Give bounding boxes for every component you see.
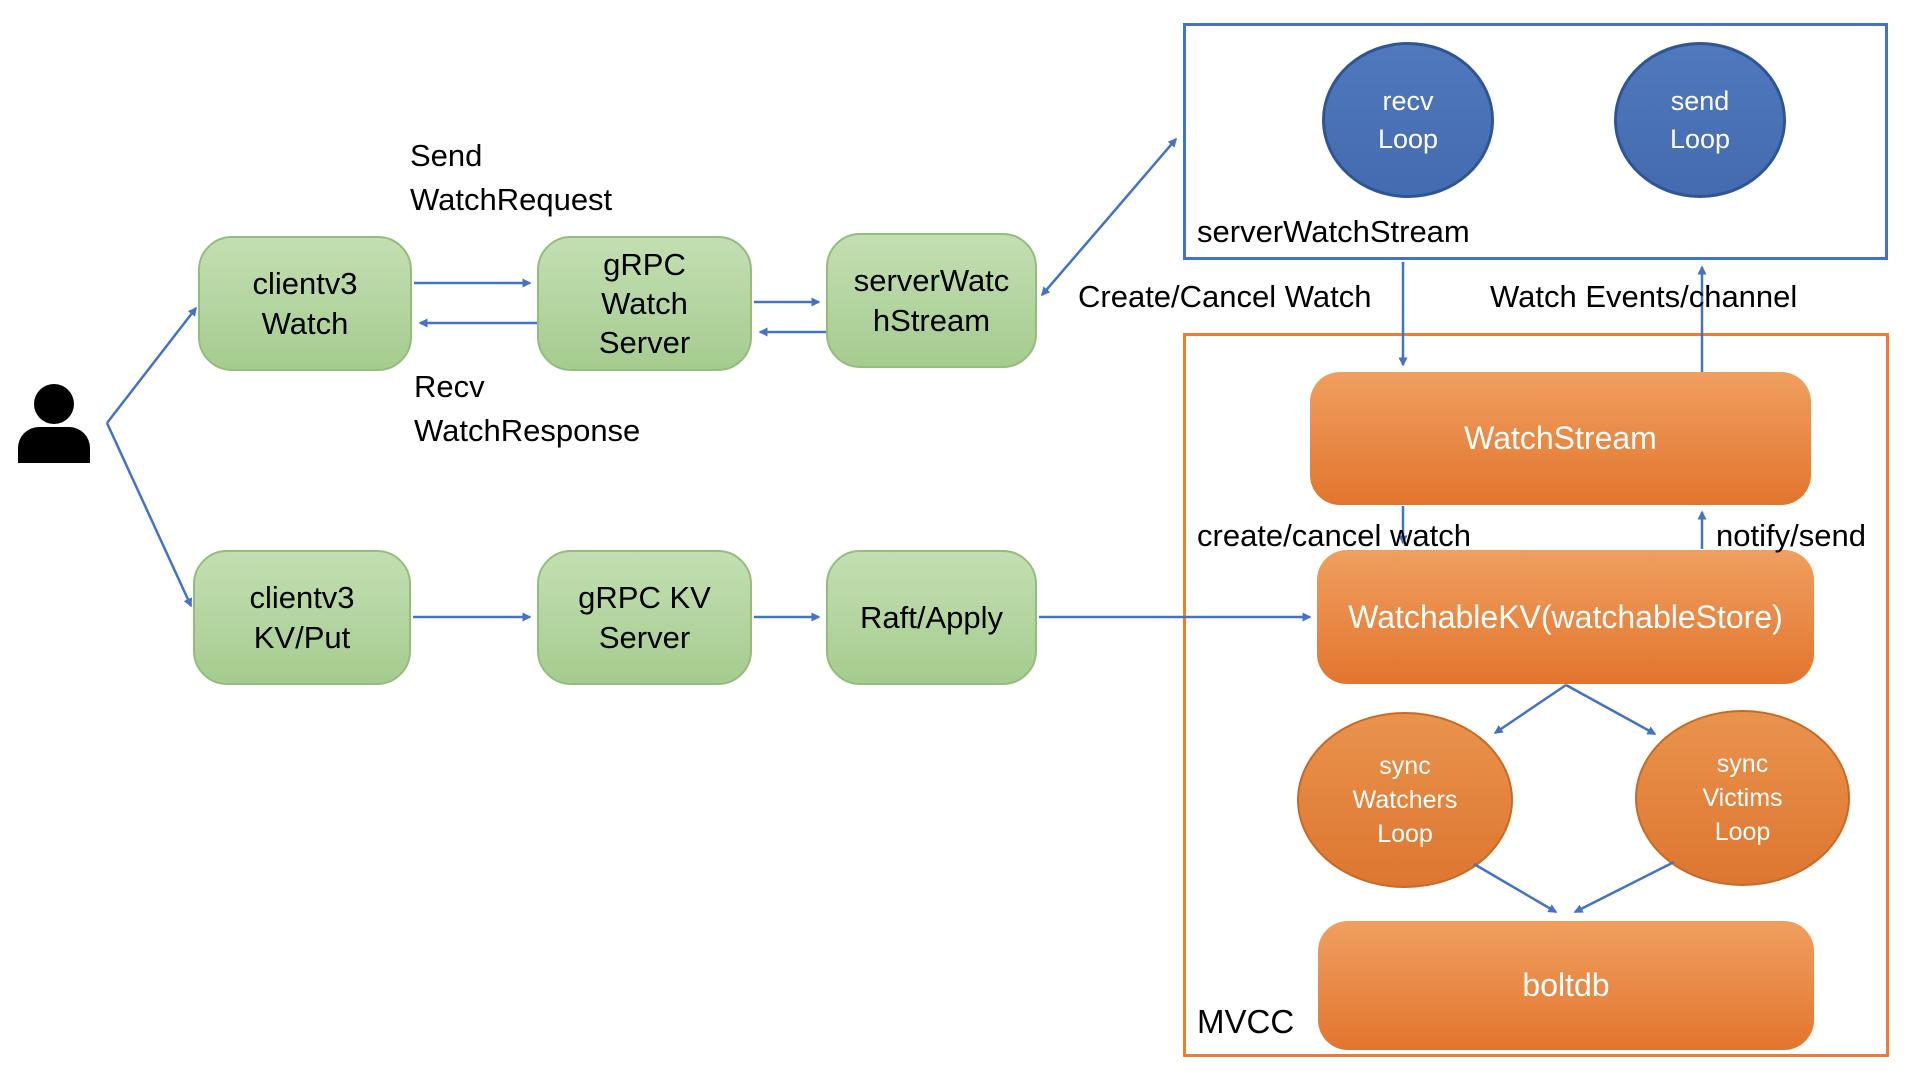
node-label: sync — [1716, 750, 1769, 778]
node-boltdb: boltdb — [1318, 921, 1814, 1050]
node-label: clientv3 — [252, 265, 358, 301]
node-label: gRPC KV — [578, 579, 711, 615]
node-label: Watch — [601, 286, 688, 321]
node-label: Raft/Apply — [859, 599, 1003, 635]
node-label: boltdb — [1522, 967, 1610, 1003]
arrow-user-to-clientv3-watch — [106, 306, 197, 424]
label-create-cancel-watch-inner: create/cancel watch — [1197, 518, 1471, 553]
node-label: Watchers — [1352, 786, 1458, 814]
node-label: Loop — [1714, 818, 1771, 846]
node-label: WatchableKV(watchableStore) — [1348, 598, 1783, 635]
node-sync-watchers-loop: sync Watchers Loop — [1297, 712, 1513, 888]
label-mvcc: MVCC — [1197, 1003, 1295, 1040]
node-label: Loop — [1377, 124, 1439, 154]
label-serverwatchstream-container: serverWatchStream — [1197, 214, 1470, 249]
node-label: hStream — [872, 302, 991, 338]
node-server-watch-stream: serverWatc hStream — [826, 233, 1037, 368]
node-sync-victims-loop: sync Victims Loop — [1635, 710, 1850, 886]
node-watchable-kv: WatchableKV(watchableStore) — [1317, 550, 1814, 684]
node-label: WatchStream — [1464, 420, 1657, 456]
node-grpc-kv-server: gRPC KV Server — [537, 550, 752, 685]
node-label: KV/Put — [253, 619, 351, 655]
arrow-user-to-clientv3-kvput — [105, 422, 193, 608]
node-raft-apply: Raft/Apply — [826, 550, 1037, 685]
node-send-loop: send Loop — [1614, 42, 1786, 198]
node-label: sync — [1379, 752, 1431, 780]
node-label: send — [1670, 86, 1730, 116]
node-label: Loop — [1669, 124, 1731, 154]
label-recv-watchresponse: Recv WatchResponse — [414, 369, 641, 448]
node-label: Server — [598, 619, 691, 655]
label-create-cancel-watch: Create/Cancel Watch — [1078, 279, 1372, 314]
node-label: clientv3 — [249, 579, 355, 615]
node-clientv3-kv-put: clientv3 KV/Put — [193, 550, 411, 685]
node-label: Victims — [1702, 784, 1783, 812]
label-notify-send: notify/send — [1716, 518, 1866, 553]
node-label: recv — [1382, 86, 1434, 116]
node-label: gRPC — [603, 247, 686, 282]
label-send-watchrequest: Send WatchRequest — [410, 138, 613, 217]
node-grpc-watch-server: gRPC Watch Server — [537, 236, 752, 371]
node-label: Watch — [261, 305, 349, 341]
node-recv-loop: recv Loop — [1322, 42, 1494, 198]
node-clientv3-watch: clientv3 Watch — [198, 236, 412, 371]
arrow-sws-bluebox-up — [1109, 137, 1177, 217]
node-watch-stream: WatchStream — [1310, 372, 1811, 505]
label-watch-events-channel: Watch Events/channel — [1490, 279, 1798, 314]
node-label: Loop — [1377, 820, 1433, 848]
node-label: Server — [598, 325, 691, 360]
node-label: serverWatc — [853, 262, 1010, 298]
person-icon — [18, 384, 90, 463]
